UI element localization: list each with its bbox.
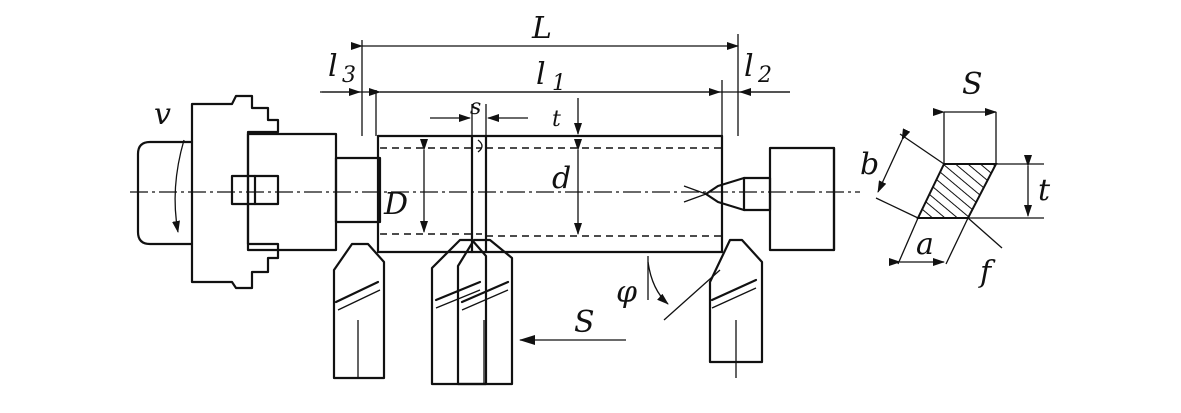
- cutting-tool-left: [332, 242, 386, 380]
- label-b: b: [860, 147, 879, 182]
- label-l3: l: [328, 49, 338, 84]
- label-l2-sub: 2: [757, 63, 772, 88]
- label-L: L: [531, 11, 552, 46]
- label-t-section: t: [1038, 173, 1051, 208]
- label-s-top: s: [470, 95, 481, 120]
- label-S-section: S: [962, 67, 983, 102]
- rotation-arrow: [172, 139, 185, 233]
- label-v: v: [154, 97, 171, 132]
- angle-phi-arc: [647, 261, 669, 305]
- label-l1: l: [536, 57, 546, 92]
- tailstock: [683, 146, 836, 252]
- label-S-feed: S: [574, 305, 595, 340]
- label-l1-sub: 1: [552, 71, 566, 96]
- cutting-tool-right-of-middle: [456, 238, 514, 386]
- label-t-top: t: [552, 107, 561, 132]
- chip-cross-section: [875, 108, 1044, 266]
- cutting-tool-right: [708, 238, 764, 378]
- workpiece: [334, 134, 724, 254]
- label-D: D: [383, 187, 408, 222]
- label-l3-sub: 3: [342, 63, 356, 88]
- label-phi: φ: [616, 275, 637, 310]
- label-l2: l: [744, 49, 754, 84]
- label-d: d: [552, 161, 571, 196]
- label-f: f: [978, 255, 996, 290]
- label-a: a: [916, 227, 934, 262]
